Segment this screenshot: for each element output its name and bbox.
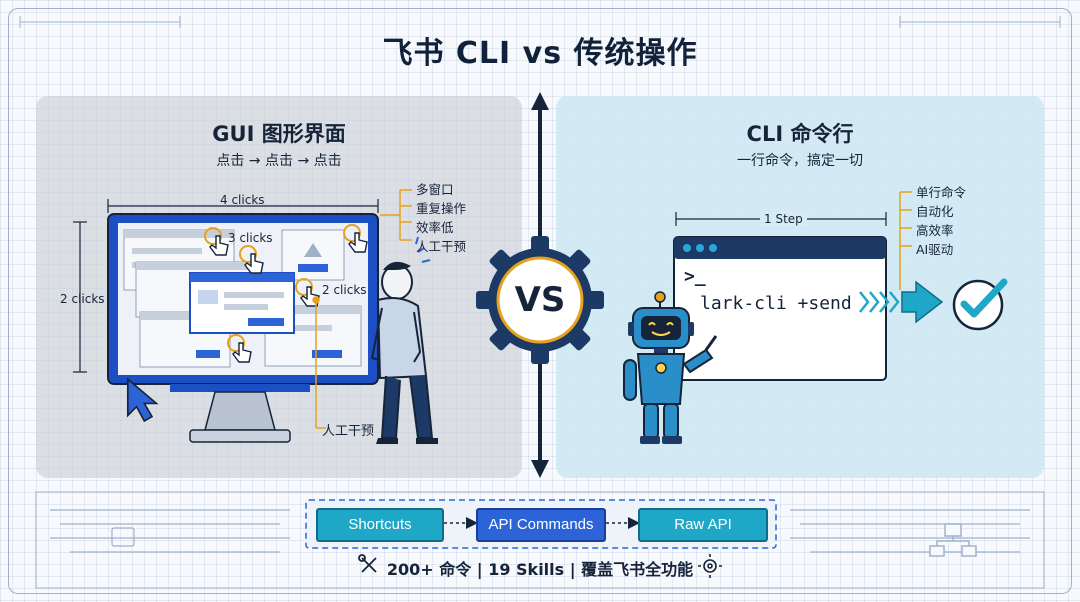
width-dimension xyxy=(107,199,379,213)
benefit-connector xyxy=(899,191,912,290)
page-title: 飞书 CLI vs 传统操作 xyxy=(382,36,698,71)
outer-frame xyxy=(8,8,1072,594)
check-icon xyxy=(952,278,1008,331)
pipeline-step-api-commands: API Commands xyxy=(476,508,606,542)
callout-line xyxy=(312,296,326,429)
robot-icon xyxy=(623,291,718,444)
pain-point: 重复操作 xyxy=(416,201,467,216)
height-dimension xyxy=(73,221,87,373)
pain-connector xyxy=(380,189,412,241)
pain-point: 效率低 xyxy=(416,220,454,235)
hand-cursor-icon xyxy=(227,334,252,363)
gear-icon xyxy=(698,554,722,578)
corner-decoration xyxy=(19,16,1061,28)
benefit-item: AI驱动 xyxy=(916,242,954,257)
benefit-item: 单行命令 xyxy=(916,185,967,200)
cli-title: CLI 命令行 xyxy=(746,122,854,146)
hand-cursor-icon xyxy=(239,245,264,274)
hand-cursor-icon xyxy=(204,227,229,256)
pain-points-list: 多窗口 重复操作 效率低 人工干预 xyxy=(416,180,466,256)
vs-label: VS xyxy=(514,280,566,320)
click-label: 2 clicks xyxy=(322,283,367,297)
step-label: 1 Step xyxy=(760,212,807,226)
cli-subtitle: 一行命令，搞定一切 xyxy=(737,153,863,169)
benefits-list: 单行命令 自动化 高效率 AI驱动 xyxy=(916,183,966,259)
arrow-cursor-icon xyxy=(126,377,159,423)
benefit-item: 自动化 xyxy=(916,204,954,219)
gui-subtitle: 点击 → 点击 → 点击 xyxy=(216,153,342,169)
terminal-window xyxy=(673,236,887,381)
tools-icon xyxy=(358,554,377,573)
click-label: 3 clicks xyxy=(228,231,273,245)
height-label: 2 clicks xyxy=(60,292,105,306)
pipeline-step-shortcuts: Shortcuts xyxy=(316,508,444,542)
callout-label: 人工干预 xyxy=(322,424,375,439)
person-icon xyxy=(370,236,438,444)
benefit-item: 高效率 xyxy=(916,223,954,238)
gui-title: GUI 图形界面 xyxy=(212,122,346,146)
hand-cursor-icon xyxy=(343,224,368,253)
circuit-icon xyxy=(50,509,1030,553)
vs-gear-icon xyxy=(476,236,604,364)
flowchart-icon xyxy=(929,523,977,557)
footer-stats: 200+ 命令 | 19 Skills | 覆盖飞书全功能 xyxy=(386,560,694,579)
width-label: 4 clicks xyxy=(220,193,265,207)
terminal-prompt: >_ xyxy=(684,266,706,287)
speed-arrow xyxy=(859,280,944,324)
pain-point: 多窗口 xyxy=(416,182,454,197)
pipeline-step-raw-api: Raw API xyxy=(638,508,768,542)
pain-point: 人工干预 xyxy=(416,239,467,254)
terminal-command: lark-cli +send xyxy=(700,293,852,314)
